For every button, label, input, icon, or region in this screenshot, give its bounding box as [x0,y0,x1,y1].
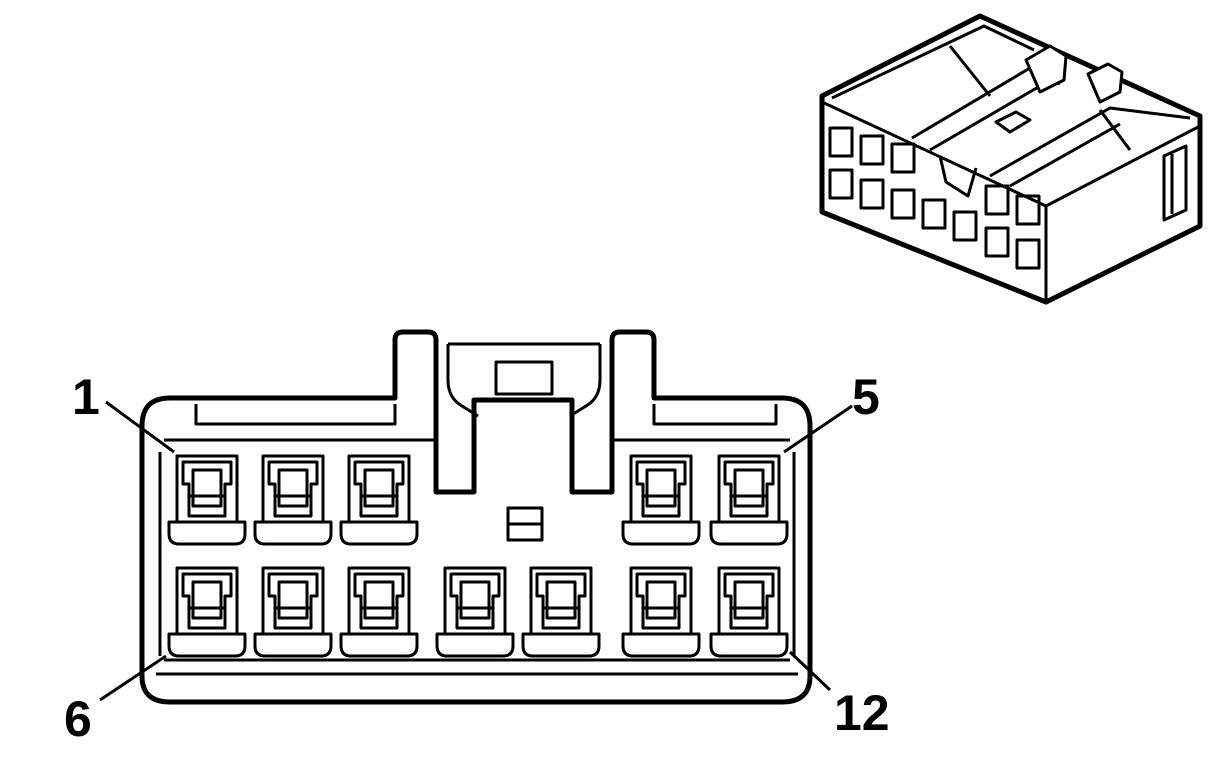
leader-pin-6 [99,654,167,702]
isometric-top-cavities [828,126,1041,226]
terminal-cavity-bottom-6 [621,566,701,658]
leader-pin-12 [788,650,832,692]
isometric-bottom-cavities [828,168,1041,270]
terminal-cavity-top-4 [621,454,701,546]
terminal-cavity-bottom-7 [709,566,789,658]
terminal-cavity-bottom-2 [253,566,333,658]
leader-pin-1 [105,400,175,454]
terminal-cavity-bottom-5 [521,566,601,658]
front-bottom-row-cavities [167,566,789,658]
terminal-cavity-top-2 [253,454,333,546]
connector-front-view: 1 5 6 12 [64,329,890,747]
pin-label-12: 12 [834,685,890,741]
front-top-row-cavities [167,454,789,546]
connector-isometric-view [819,13,1203,305]
terminal-cavity-bottom-1 [167,566,247,658]
terminal-cavity-bottom-3 [339,566,419,658]
pin-label-5: 5 [852,369,880,425]
pin-label-6: 6 [64,691,92,747]
leader-pin-5 [783,404,853,454]
terminal-cavity-bottom-4 [435,566,515,658]
terminal-cavity-top-5 [709,454,789,546]
terminal-cavity-top-3 [339,454,419,546]
terminal-cavity-top-1 [167,454,247,546]
pin-label-1: 1 [72,369,100,425]
